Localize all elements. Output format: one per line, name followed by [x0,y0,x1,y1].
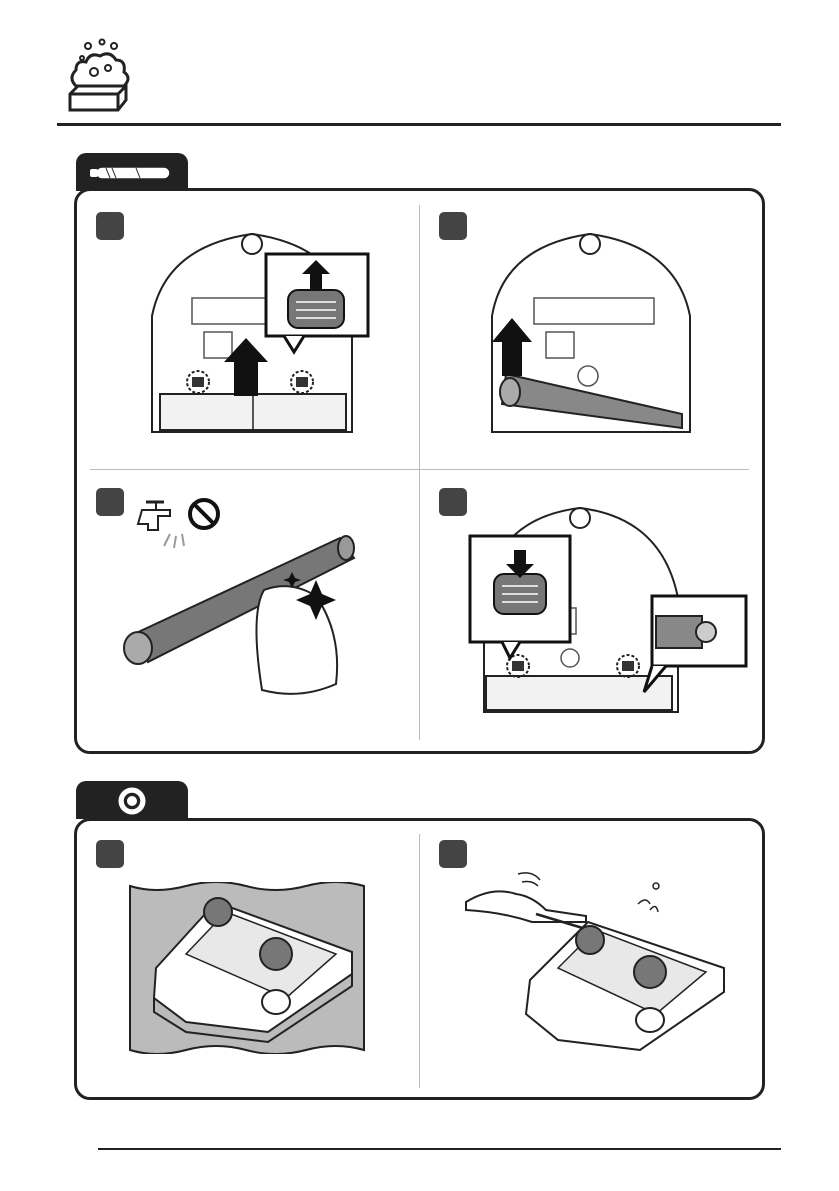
clean-side-brush-illustration [462,864,742,1062]
header-rule [57,123,781,126]
soap-bubbles-icon [64,38,134,116]
section-tab-side-brush [76,781,188,819]
panel-divider-horizontal [90,469,749,470]
footer-rule [98,1148,781,1150]
faucet-icon [138,502,184,548]
panel-divider-vertical [419,205,420,740]
side-brush-gear-icon [76,781,188,819]
section-tab-brush [76,153,188,191]
panel-divider-vertical [419,834,420,1088]
robot-on-cloth-illustration [126,882,366,1054]
robot-reinsert-illustration [466,498,748,718]
step-badge [96,840,124,868]
step-badge [96,212,124,240]
wipe-brush-illustration [110,494,372,704]
brush-roller-icon [76,153,188,191]
step-badge [439,488,467,516]
robot-underside-illustration [148,226,372,438]
step-badge [439,212,467,240]
prohibited-icon [190,500,218,528]
robot-brush-removed-illustration [488,226,694,438]
